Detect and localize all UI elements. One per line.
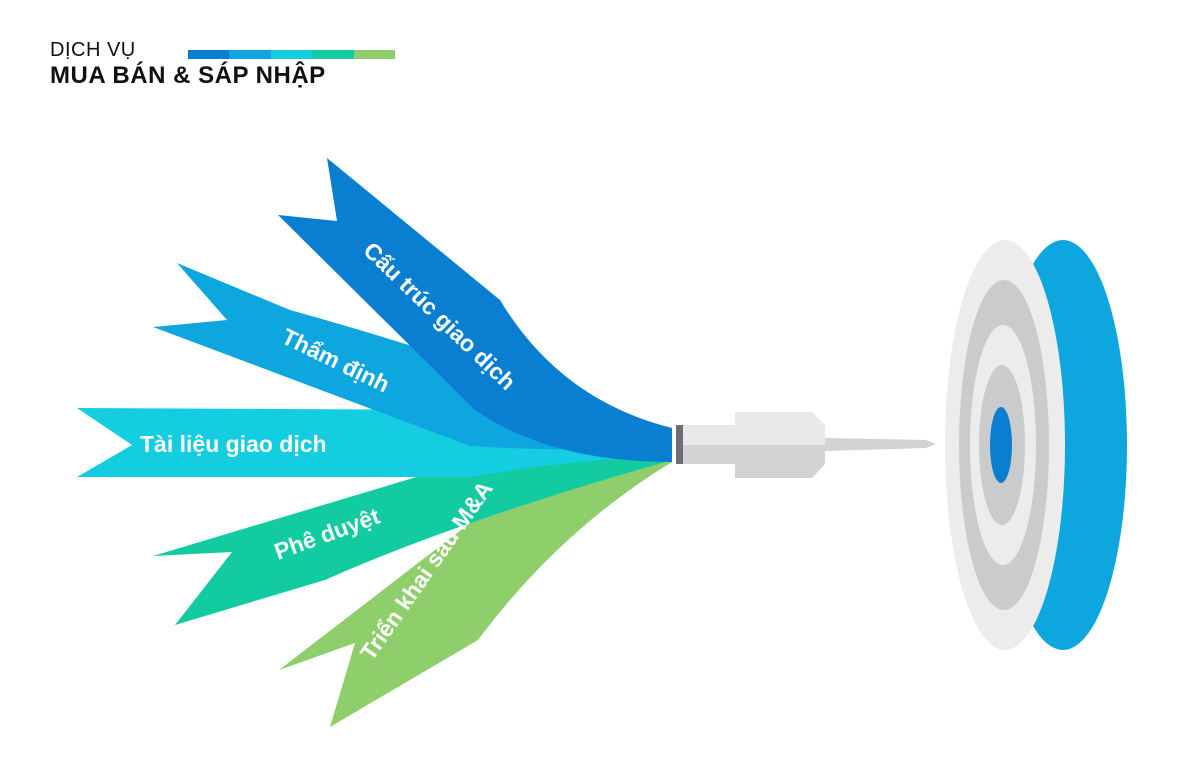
color-bar-segment-5	[353, 50, 396, 59]
dart-collar	[676, 425, 683, 464]
dart-needle	[825, 438, 936, 451]
header-title: MUA BÁN & SÁP NHẬP	[50, 62, 326, 89]
color-bar-segment-2	[229, 50, 271, 59]
ribbon-4	[153, 438, 672, 625]
dart-barrel-shade	[683, 445, 735, 464]
target	[945, 240, 1127, 650]
header-subtitle: DỊCH VỤ	[50, 39, 136, 61]
dart-grip-shade	[735, 445, 825, 478]
ribbon-1	[278, 158, 672, 462]
dart	[676, 412, 936, 478]
header: DỊCH VỤ MUA BÁN & SÁP NHẬP	[50, 38, 396, 90]
color-bar-segment-4	[312, 50, 354, 59]
target-bullseye	[990, 407, 1012, 483]
color-bar-segment-1	[188, 50, 230, 59]
ribbon-5	[279, 454, 672, 727]
color-bar-segment-3	[270, 50, 313, 59]
header-color-bar	[188, 50, 396, 59]
ribbon-label-3: Tài liệu giao dịch	[140, 431, 327, 457]
